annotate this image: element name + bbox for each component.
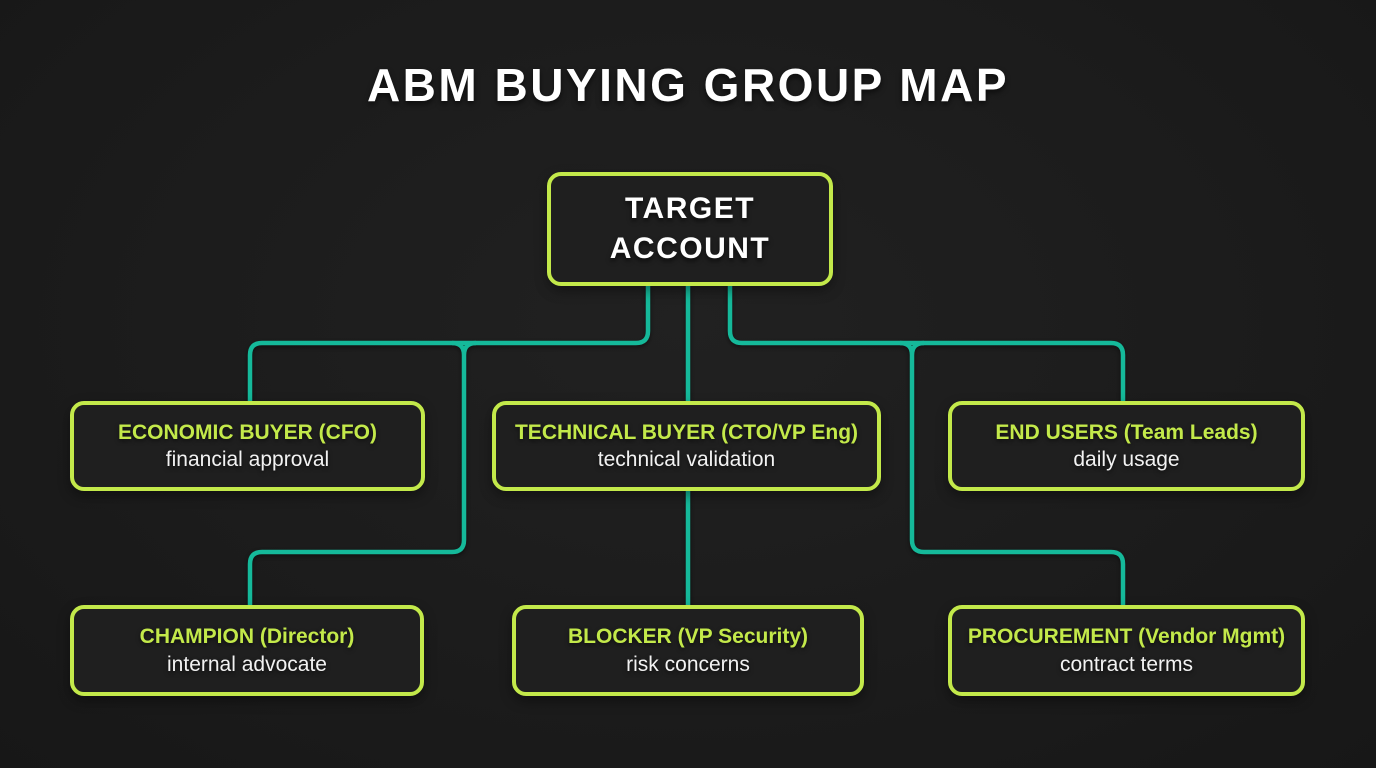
node-role: TECHNICAL BUYER (CTO/VP Eng) (514, 420, 859, 444)
page-title: ABM BUYING GROUP MAP (366, 59, 1010, 111)
node-description: technical validation (597, 448, 776, 471)
node-description: internal advocate (167, 652, 327, 676)
node-role: BLOCKER (VP Security) (568, 625, 808, 649)
node-description: financial approval (165, 448, 330, 471)
node-economic-buyer: ECONOMIC BUYER (CFO) financial approval (70, 401, 425, 491)
node-blocker: BLOCKER (VP Security) risk concerns (512, 605, 864, 696)
node-role: PROCUREMENT (Vendor Mgmt) (967, 625, 1286, 649)
node-target-account: TARGET ACCOUNT (547, 172, 833, 286)
connector-target-to-end-users (727, 285, 1126, 403)
node-description: risk concerns (626, 652, 750, 676)
connector-branch-to-procurement (899, 340, 1126, 607)
node-champion: CHAMPION (Director) internal advocate (70, 605, 424, 696)
node-technical-buyer: TECHNICAL BUYER (CTO/VP Eng) technical v… (492, 401, 881, 491)
node-description: daily usage (1073, 448, 1180, 471)
connector-target-to-economic-buyer (247, 285, 651, 403)
node-procurement: PROCUREMENT (Vendor Mgmt) contract terms (948, 605, 1305, 696)
node-role: END USERS (Team Leads) (995, 420, 1258, 444)
node-description: contract terms (1059, 652, 1194, 676)
node-end-users: END USERS (Team Leads) daily usage (948, 401, 1305, 491)
target-account-label: TARGET ACCOUNT (609, 191, 771, 266)
node-role: ECONOMIC BUYER (CFO) (118, 420, 377, 444)
node-role: CHAMPION (Director) (139, 625, 355, 649)
connector-branch-to-champion (247, 340, 477, 607)
